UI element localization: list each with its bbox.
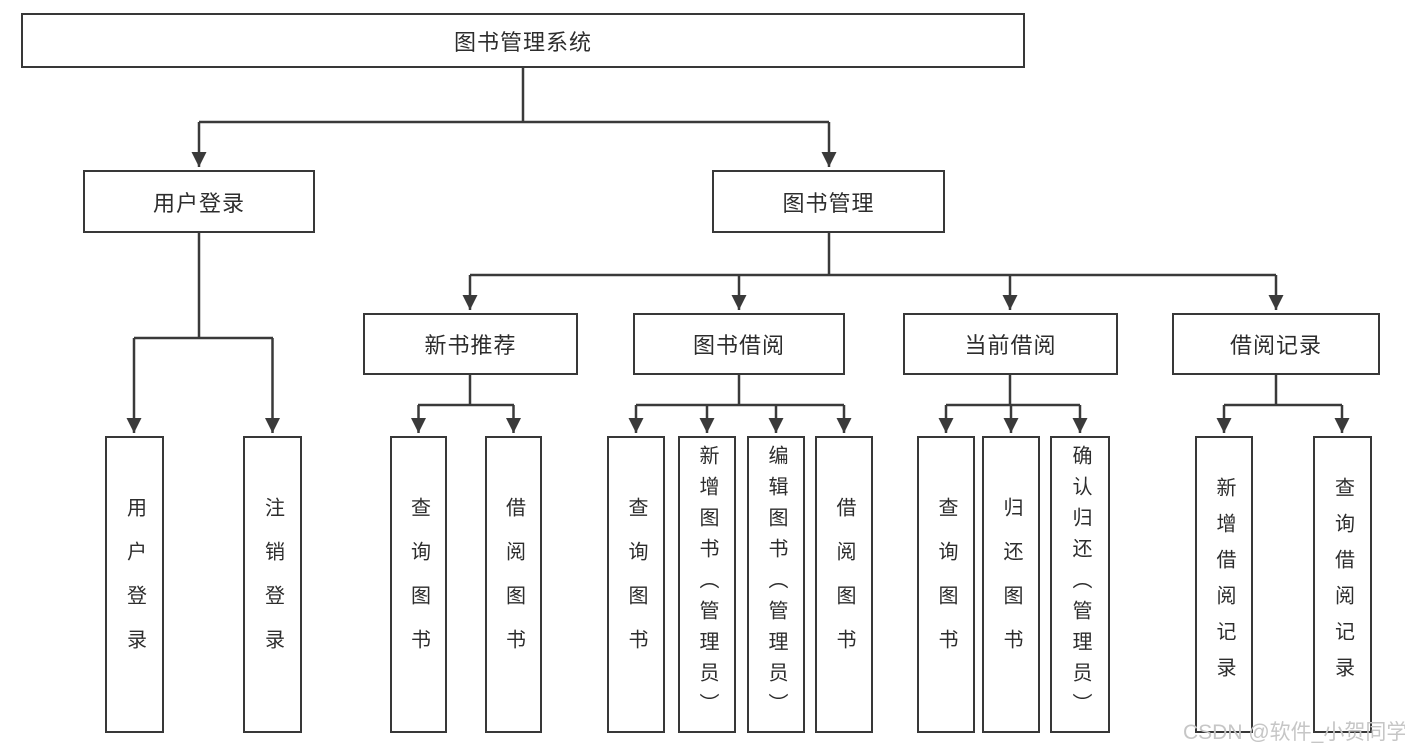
node-library-management-system: 图书管理系统: [21, 13, 1025, 68]
node-book-borrow: 图书借阅: [633, 313, 845, 375]
leaf-user-login: 用户登录: [105, 436, 164, 733]
tree-edges: [126, 68, 1350, 433]
leaf-logout: 注销登录: [243, 436, 302, 733]
leaf-add-borrow-record: 新增借阅记录: [1195, 436, 1253, 733]
leaf-query-book-recommend: 查询图书: [390, 436, 447, 733]
leaf-edit-book-admin: 编辑图书（管理员）: [747, 436, 805, 733]
leaf-borrow-book: 借阅图书: [815, 436, 873, 733]
node-current-borrow: 当前借阅: [903, 313, 1118, 375]
node-new-book-recommend: 新书推荐: [363, 313, 578, 375]
leaf-query-borrow-record: 查询借阅记录: [1313, 436, 1372, 733]
leaf-confirm-return-admin: 确认归还（管理员）: [1050, 436, 1110, 733]
node-user-login: 用户登录: [83, 170, 315, 233]
leaf-return-book: 归还图书: [982, 436, 1040, 733]
node-borrow-record: 借阅记录: [1172, 313, 1380, 375]
leaf-borrow-book-recommend: 借阅图书: [485, 436, 542, 733]
leaf-query-book-current: 查询图书: [917, 436, 975, 733]
leaf-query-book-borrow: 查询图书: [607, 436, 665, 733]
node-book-management: 图书管理: [712, 170, 945, 233]
leaf-add-book-admin: 新增图书（管理员）: [678, 436, 736, 733]
csdn-watermark: CSDN @软件_小贺同学: [1183, 721, 1405, 744]
